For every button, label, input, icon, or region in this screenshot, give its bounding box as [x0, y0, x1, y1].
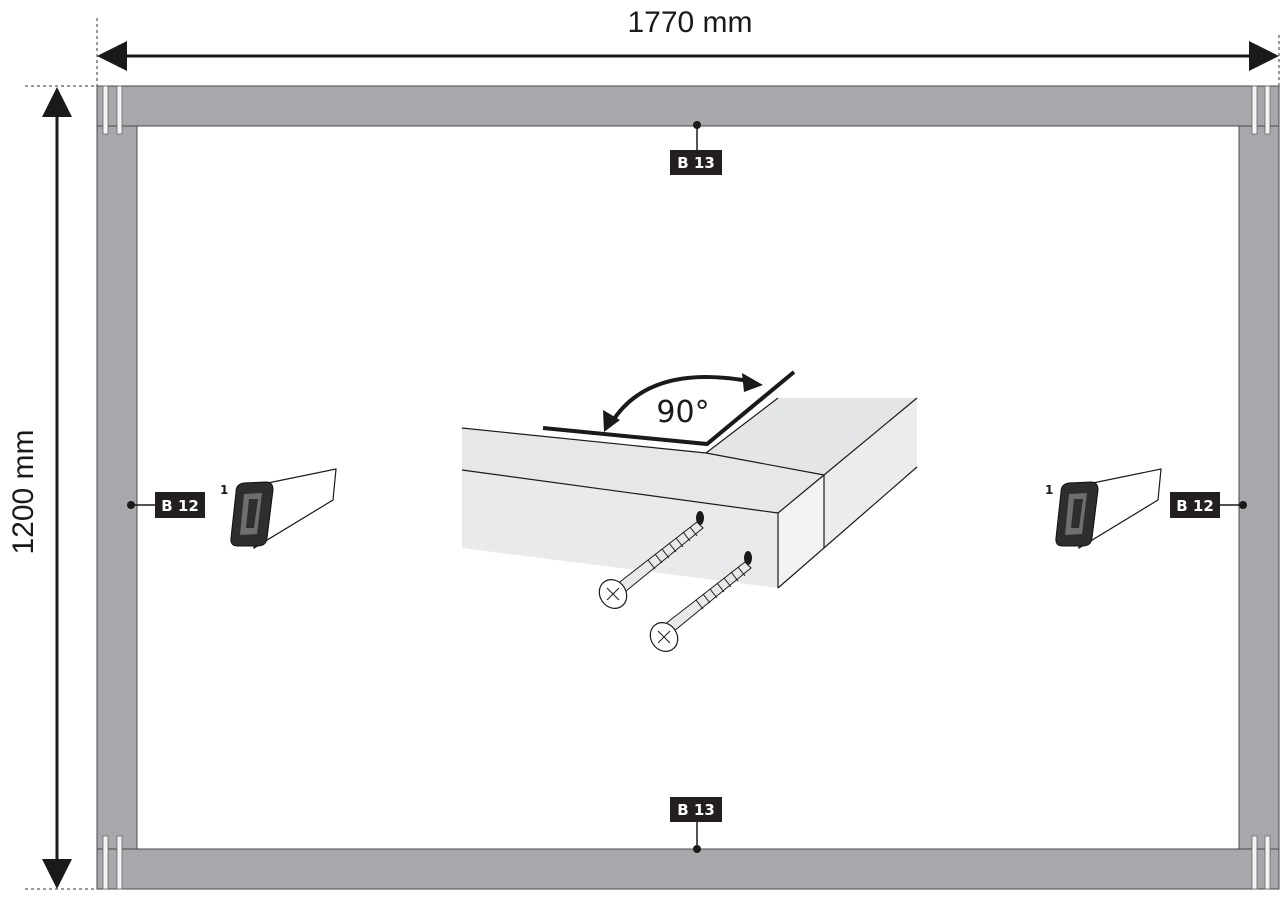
saw-icon-left: 1	[220, 468, 337, 550]
frame-right-beam	[1238, 125, 1280, 850]
screw-icon-top-left	[102, 85, 123, 135]
frame-top-beam	[96, 85, 1280, 127]
screw-hole-1	[696, 511, 704, 525]
wooden-frame	[96, 85, 1280, 890]
frame-left-beam	[96, 125, 138, 850]
saw-icon-right: 1	[1045, 468, 1162, 550]
main-beam-top	[462, 428, 824, 513]
frame-bottom-beam	[96, 848, 1280, 890]
callout-left: B 12	[127, 492, 205, 518]
callout-bottom: B 13	[670, 797, 722, 853]
height-dimension-label: 1200 mm	[7, 429, 40, 554]
angle-arc-arrow	[610, 375, 755, 424]
corner-screws	[102, 85, 1271, 890]
angle-label: 90°	[656, 395, 709, 430]
screw-icon-top-right	[1251, 85, 1271, 135]
part-label-left: B 12	[161, 497, 199, 515]
rear-beam-top	[706, 398, 917, 475]
square-marker	[542, 370, 796, 447]
main-beam-end	[778, 475, 824, 588]
screw-hole-2	[744, 551, 752, 565]
main-beam-front	[462, 470, 778, 588]
part-tag-right	[1170, 492, 1220, 518]
saw-step-right: 1	[1045, 483, 1053, 497]
part-label-right: B 12	[1176, 497, 1214, 515]
callout-right: B 12	[1170, 492, 1247, 518]
screw-icon-bottom-left	[102, 835, 123, 890]
part-tag-left	[155, 492, 205, 518]
screw-icon-1	[598, 521, 704, 609]
screw-icon-2	[649, 561, 752, 652]
part-tag-top	[670, 150, 722, 175]
corner-joint-detail: 90°	[461, 370, 918, 652]
dimension-extension-lines	[25, 18, 1280, 890]
callout-top: B 13	[670, 121, 722, 175]
part-label-top: B 13	[677, 154, 715, 172]
screw-icon-bottom-right	[1251, 835, 1271, 890]
width-dimension-label: 1770 mm	[627, 6, 752, 39]
part-tag-bottom	[670, 797, 722, 822]
rear-beam-front	[824, 398, 917, 548]
saw-step-left: 1	[220, 483, 228, 497]
part-label-bottom: B 13	[677, 801, 715, 819]
